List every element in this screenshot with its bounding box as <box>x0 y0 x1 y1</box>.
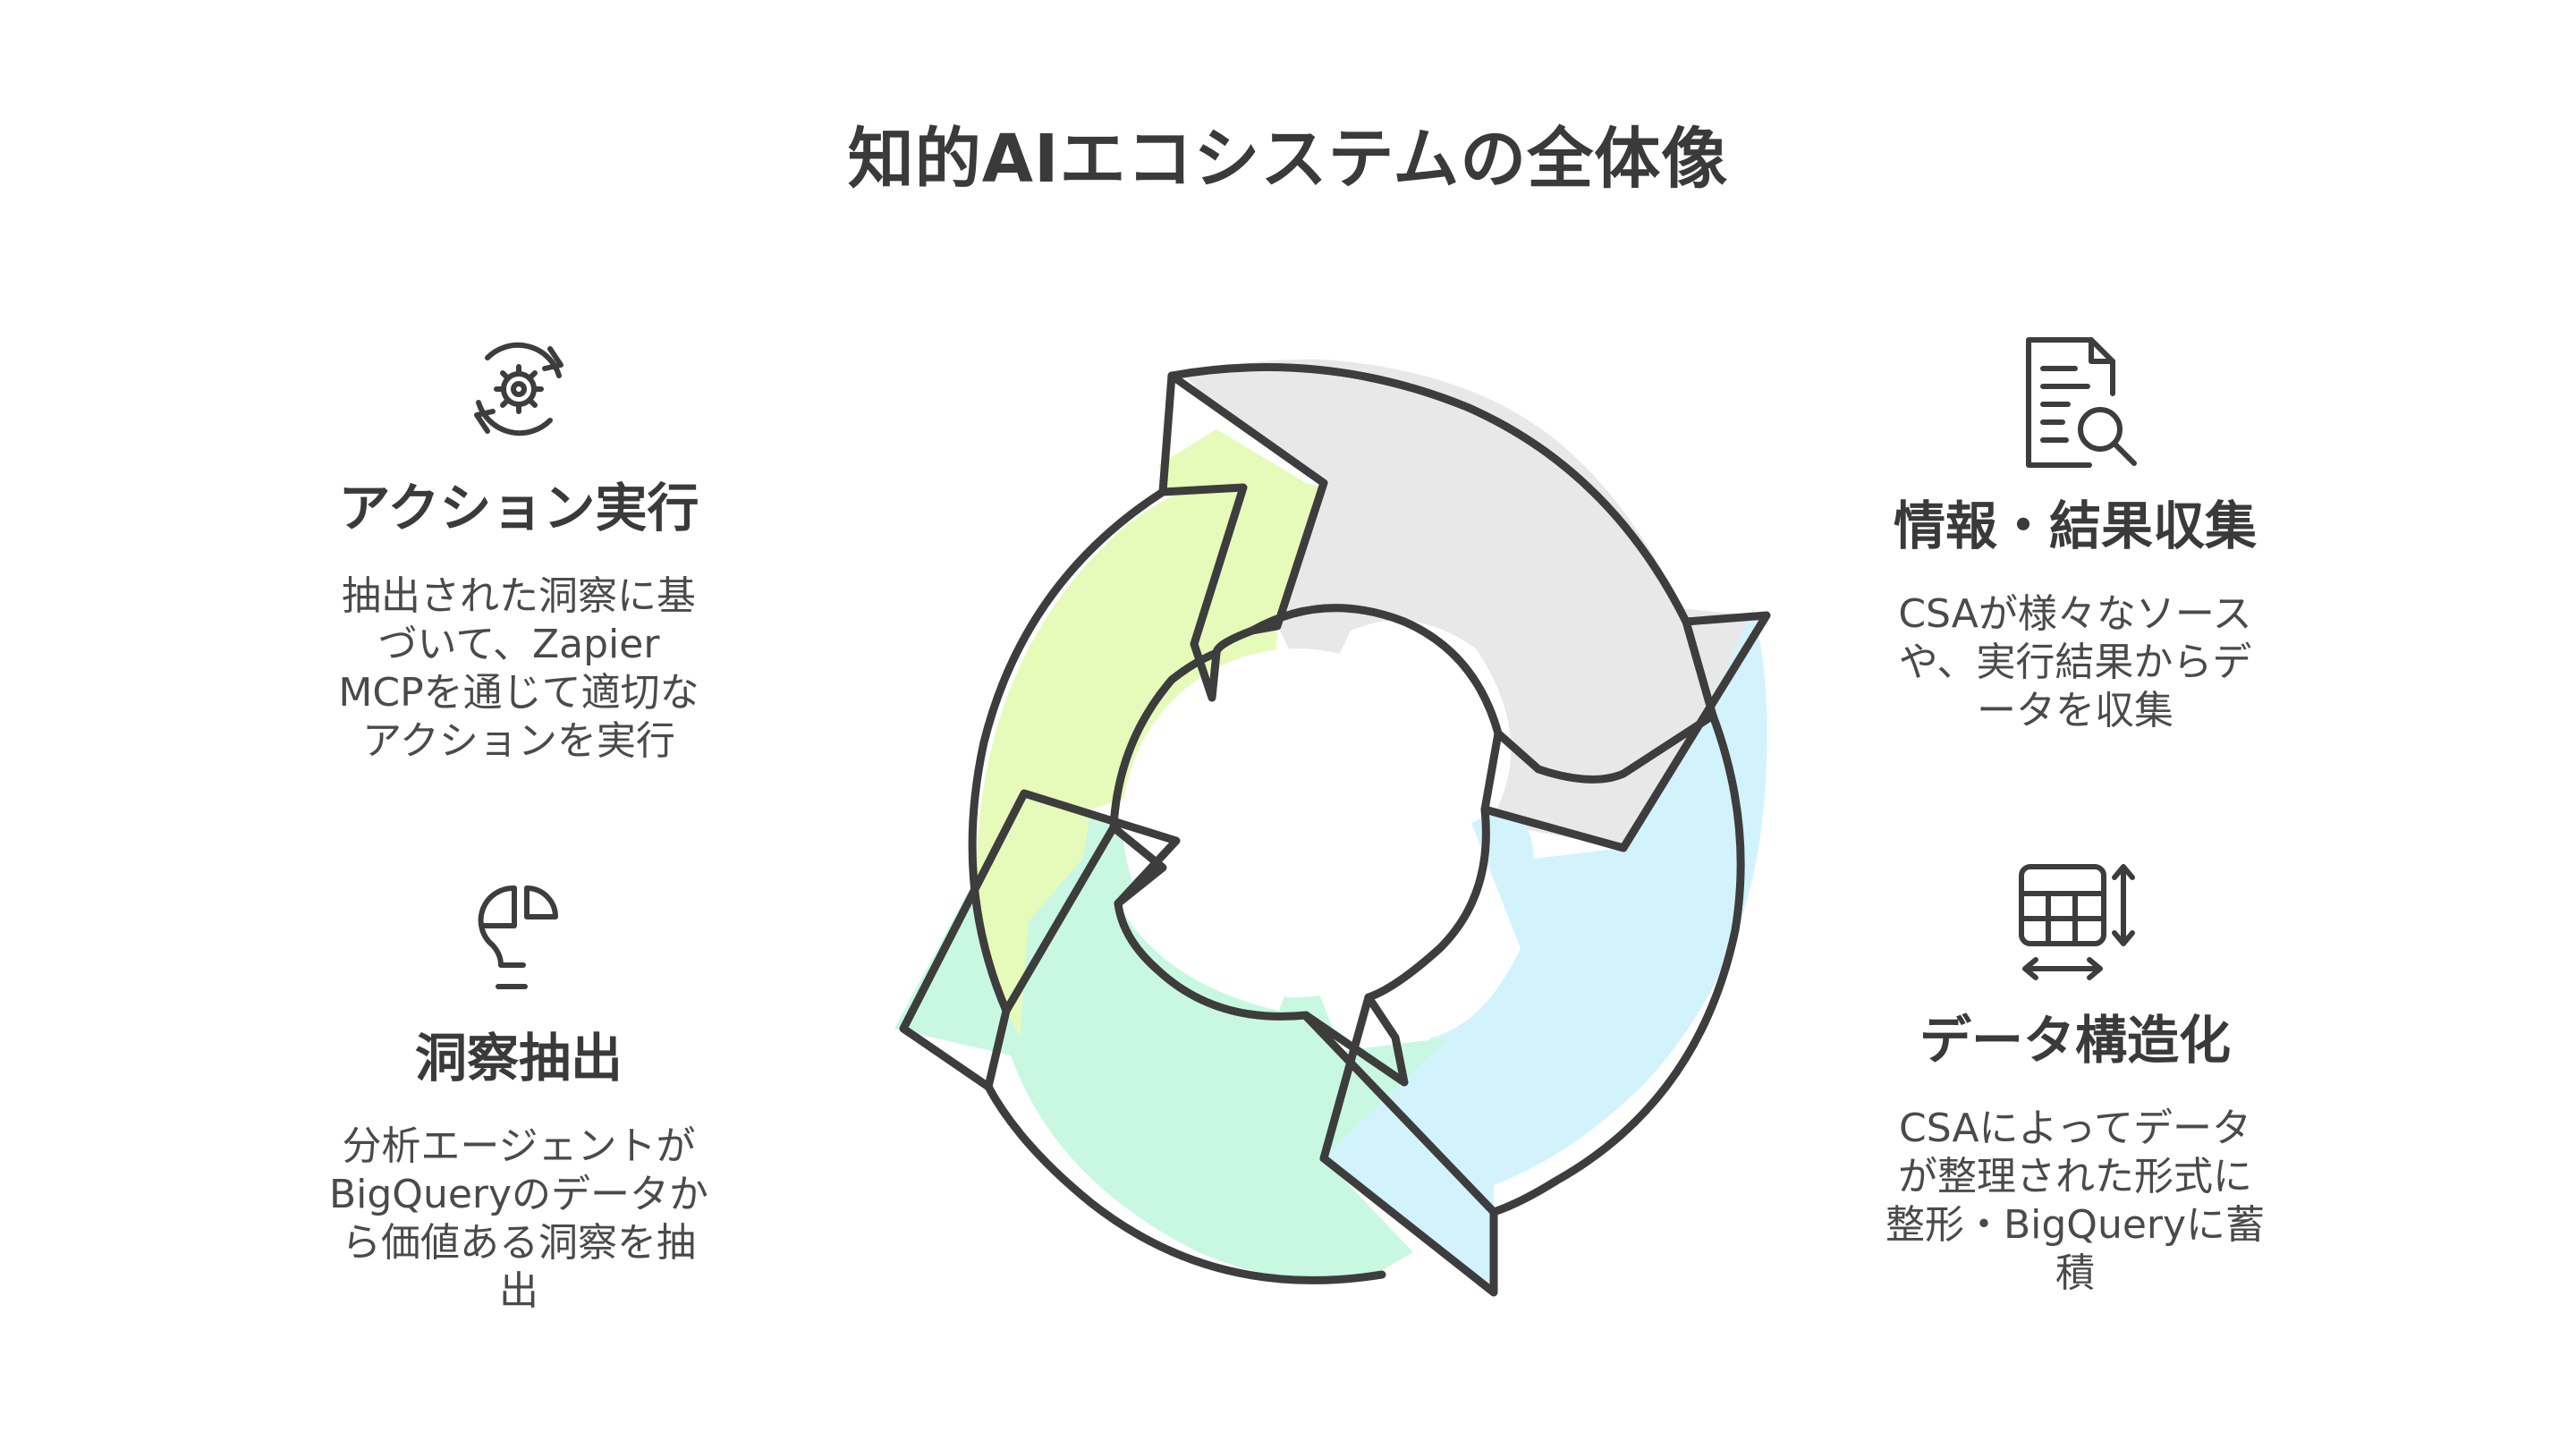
structure-description: CSAによってデータ が整理された形式に 整形・BigQueryに蓄 積 <box>1843 1105 2308 1298</box>
cycle-inner-arc-top <box>1248 604 1503 738</box>
structure-line: 整形・BigQueryに蓄 <box>1885 1201 2266 1248</box>
action-line: MCPを通じて適切な <box>338 669 699 716</box>
gear-cycle-icon <box>474 342 564 436</box>
document-search-icon <box>2026 337 2137 468</box>
insight-line: ら価値ある洞察を抽 <box>342 1219 696 1266</box>
action-line: づいて、Zapier <box>377 621 660 667</box>
table-resize-icon <box>2019 864 2135 980</box>
structure-line: CSAによってデータ <box>1898 1105 2252 1151</box>
action-line: アクションを実行 <box>362 717 675 764</box>
cycle-segment-bottom <box>894 796 1449 1278</box>
cycle-diagram <box>894 359 1771 1297</box>
action-heading: アクション実行 <box>338 478 699 538</box>
structure-line: が整理された形式に <box>1898 1153 2252 1199</box>
action-line: 抽出された洞察に基 <box>342 572 696 619</box>
arrow-head-bottom-left <box>899 789 1181 1091</box>
arrow-head-top-left <box>1158 371 1328 702</box>
collect-line: ータを収集 <box>1977 687 2174 733</box>
cycle-outer-arc-left <box>968 487 1167 1015</box>
insight-heading: 洞察抽出 <box>414 1028 623 1089</box>
cycle-inner-arc-bottom <box>1114 899 1310 1021</box>
collect-line: CSAが様々なソース <box>1898 590 2252 637</box>
cycle-segment-top <box>1182 359 1767 848</box>
cycle-segment-right <box>1324 608 1767 1288</box>
lightbulb-chart-icon <box>478 885 558 989</box>
insight-line: BigQueryのデータか <box>328 1171 709 1217</box>
structure-line: 積 <box>2055 1250 2095 1296</box>
collect-description: CSAが様々なソース や、実行結果からデ ータを収集 <box>1843 590 2308 735</box>
structure-heading: データ構造化 <box>1919 1010 2231 1071</box>
block-insight: 洞察抽出 分析エージェントが BigQueryのデータか ら価値ある洞察を抽 出 <box>286 872 751 1316</box>
block-action: アクション実行 抽出された洞察に基 づいて、Zapier MCPを通じて適切な … <box>286 322 751 766</box>
collect-heading: 情報・結果収集 <box>1893 496 2257 556</box>
arrow-head-top-right <box>1480 611 1771 852</box>
diagram-title: 知的AIエコシステムの全体像 <box>847 121 1729 198</box>
cycle-outer-arc-right <box>1489 711 1745 1216</box>
cycle-inner-arc-right <box>1364 805 1490 1002</box>
arrow-head-bottom-right <box>1301 993 1498 1297</box>
block-collect: 情報・結果収集 CSAが様々なソース や、実行結果からデ ータを収集 <box>1843 331 2308 735</box>
cycle-outer-arc-bottom <box>984 1082 1386 1284</box>
insight-description: 分析エージェントが BigQueryのデータか ら価値ある洞察を抽 出 <box>286 1123 751 1316</box>
block-structure: データ構造化 CSAによってデータ が整理された形式に 整形・BigQueryに… <box>1843 854 2308 1298</box>
action-description: 抽出された洞察に基 づいて、Zapier MCPを通じて適切な アクションを実行 <box>286 572 751 766</box>
insight-line: 分析エージェントが <box>342 1123 696 1169</box>
collect-line: や、実行結果からデ <box>1898 639 2252 685</box>
insight-line: 出 <box>499 1267 538 1314</box>
cycle-outer-arc-top <box>1167 363 1690 626</box>
